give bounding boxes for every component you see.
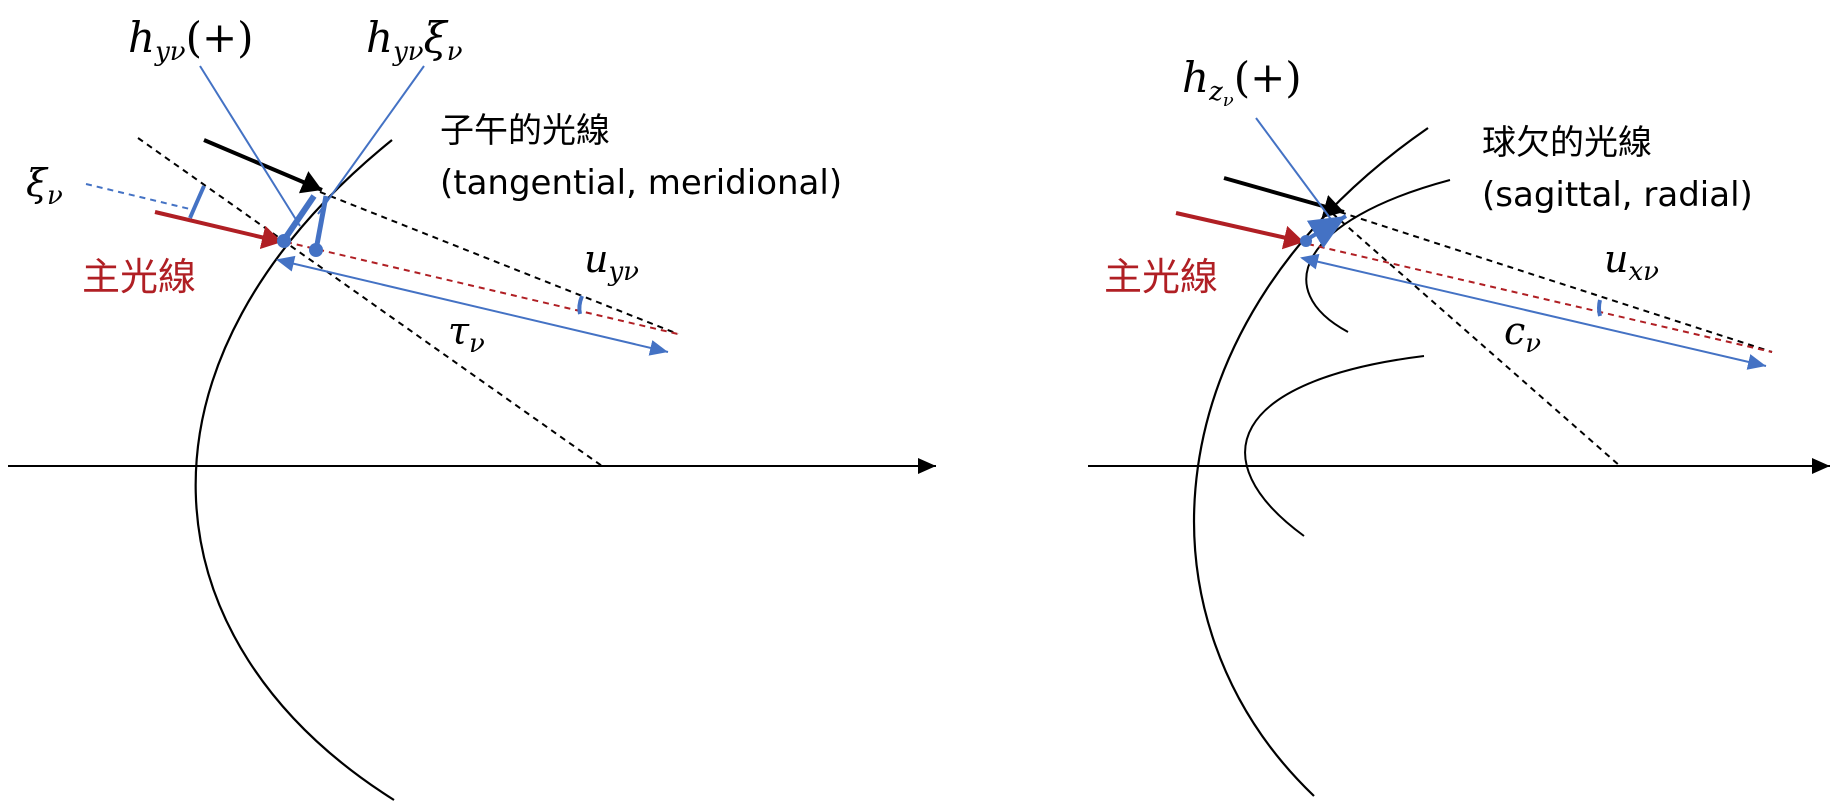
right-c-label: cν (1504, 309, 1541, 359)
right-sagittal-curve-lower (1244, 355, 1425, 537)
left-xi-label: ξν (26, 161, 63, 211)
right-heading-en: (sagittal, radial) (1482, 175, 1753, 215)
right-normal-line (1323, 205, 1621, 467)
right-chief-ray-label: 主光線 (1104, 255, 1218, 299)
left-hxi-label: hyνξν (366, 13, 463, 67)
left-u-angle-arc (577, 295, 584, 315)
right-u-angle-arc (1597, 299, 1602, 317)
right-diagram: 球欠的光線 (sagittal, radial) 主光線 hzν(+) uxν … (1088, 53, 1830, 797)
left-intersection-dot-2 (309, 243, 323, 257)
right-h-vector (1304, 214, 1348, 249)
right-chief-ray (1175, 211, 1305, 250)
right-c-arrow (1300, 253, 1767, 370)
right-sagittal-ray (1223, 176, 1345, 219)
right-h-label: hzν(+) (1182, 53, 1302, 111)
right-h-leader (1255, 117, 1337, 227)
left-heading-en: (tangential, meridional) (440, 163, 842, 203)
left-chief-ray-label: 主光線 (82, 255, 196, 299)
left-normal-line (137, 137, 603, 467)
left-tau-label: τν (448, 309, 485, 359)
right-sagittal-curve-upper (1305, 179, 1451, 333)
left-chief-ray-extension (285, 241, 679, 335)
left-spherical-surface (194, 139, 395, 801)
left-xi-leader (85, 183, 195, 211)
left-h-vector (281, 194, 317, 242)
left-xi-angle-arc (188, 185, 206, 219)
right-heading-jp: 球欠的光線 (1482, 123, 1652, 163)
left-tau-arrow (276, 255, 669, 356)
left-heading-jp: 子午的光線 (440, 111, 610, 151)
left-diagram: 子午的光線 (tangential, meridional) 主光線 ξν hy… (8, 13, 936, 801)
right-u-label: uxν (1604, 237, 1659, 287)
left-chief-ray (154, 210, 283, 250)
left-intersection-dot-1 (277, 234, 291, 248)
left-hxi-leader (317, 65, 425, 215)
left-h-label: hyν(+) (128, 13, 254, 67)
left-hxi-vector (313, 195, 329, 251)
left-u-label: uyν (584, 237, 639, 287)
left-h-leader (199, 65, 301, 227)
right-intersection-dot (1300, 235, 1312, 247)
